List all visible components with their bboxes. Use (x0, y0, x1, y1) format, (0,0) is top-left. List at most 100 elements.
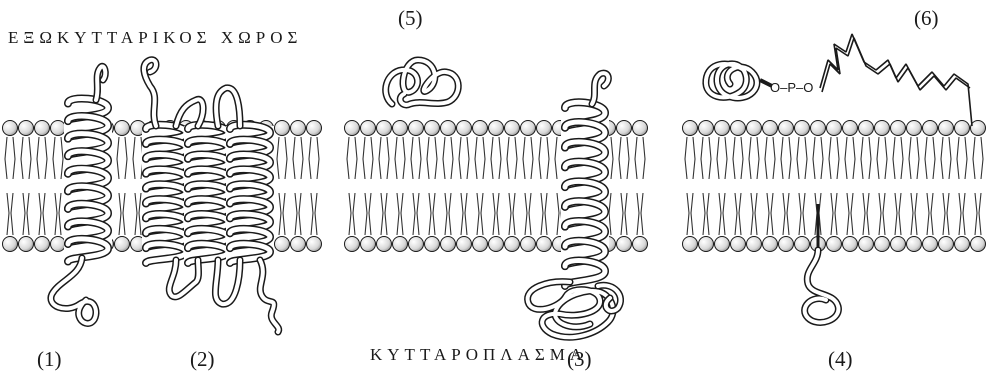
lipid-head-bottom (275, 237, 290, 252)
lipid-head-bottom (715, 237, 730, 252)
lipid-tail-top (941, 137, 943, 179)
lipid-tail-bottom (413, 193, 415, 235)
lipid-head-bottom (795, 237, 810, 252)
lipid-tail-top (451, 137, 453, 179)
lipid-tail-top (531, 137, 533, 179)
lipid-head-top (923, 121, 938, 136)
protein-2-bottom-loop-2 (215, 260, 240, 304)
lipid-head-top (291, 121, 306, 136)
lipid-head-top (715, 121, 730, 136)
lipid-tail-bottom (545, 193, 547, 235)
lipid-tail-bottom (123, 193, 125, 235)
lipid-head-top (971, 121, 986, 136)
lipid-tail-top (443, 137, 445, 179)
lipid-tail-top (523, 137, 525, 179)
lipid-tail-top (507, 137, 509, 179)
lipid-tail-bottom (851, 193, 853, 235)
lipid-tail-bottom (625, 193, 627, 235)
lipid-head-bottom (115, 237, 130, 252)
lipid-tail-top (981, 137, 983, 179)
lipid-head-top (537, 121, 552, 136)
lipid-tail-bottom (915, 193, 917, 235)
lipid-tail-top (627, 137, 629, 179)
lipid-tail-bottom (525, 193, 527, 235)
lipid-tail-bottom (465, 193, 467, 235)
lipid-head-top (361, 121, 376, 136)
lipid-tail-top (5, 137, 7, 179)
lipid-tail-top (837, 137, 839, 179)
protein-6-glycolipid-chain-2 (822, 38, 970, 92)
lipid-tail-top (467, 137, 469, 179)
lipid-head-bottom (683, 237, 698, 252)
cytoplasm-label: ΚΥΤΤΑΡΟΠΛΑΣΜΑ (370, 345, 587, 365)
lipid-head-bottom (51, 237, 66, 252)
lipid-tail-top (515, 137, 517, 179)
lipid-head-bottom (393, 237, 408, 252)
lipid-head-bottom (875, 237, 890, 252)
lipid-head-top (699, 121, 714, 136)
lipid-head-bottom (891, 237, 906, 252)
lipid-head-bottom (521, 237, 536, 252)
lipid-tail-top (821, 137, 823, 179)
lipid-tail-bottom (707, 193, 709, 235)
lipid-tail-top (37, 137, 39, 179)
lipid-head-bottom (345, 237, 360, 252)
lipid-tail-top (293, 137, 295, 179)
lipid-tail-bottom (401, 193, 403, 235)
lipid-head-top (393, 121, 408, 136)
lipid-tail-bottom (369, 193, 371, 235)
lipid-tail-bottom (299, 193, 301, 235)
lipid-head-bottom (19, 237, 34, 252)
bilayer-right (683, 121, 986, 252)
lipid-tail-top (347, 137, 349, 179)
lipid-tail-top (861, 137, 863, 179)
lipid-head-bottom (763, 237, 778, 252)
lipid-tail-bottom (315, 193, 317, 235)
lipid-head-bottom (779, 237, 794, 252)
protein-3-top-loop (592, 73, 608, 104)
protein-4-body (805, 250, 839, 322)
lipid-head-top (3, 121, 18, 136)
phosphate-anchor-label: O–P–O (770, 80, 813, 95)
lipid-tail-top (419, 137, 421, 179)
lipid-tail-top (885, 137, 887, 179)
lipid-tail-bottom (719, 193, 721, 235)
lipid-tail-bottom (787, 193, 789, 235)
lipid-head-top (441, 121, 456, 136)
lipid-tail-top (957, 137, 959, 179)
lipid-tail-bottom (879, 193, 881, 235)
lipid-head-top (939, 121, 954, 136)
lipid-tail-bottom (509, 193, 511, 235)
lipid-tail-bottom (433, 193, 435, 235)
lipid-tail-bottom (397, 193, 399, 235)
lipid-head-bottom (731, 237, 746, 252)
lipid-tail-bottom (385, 193, 387, 235)
protein-label-2: (2) (190, 347, 215, 372)
lipid-tail-bottom (23, 193, 25, 235)
lipid-tail-bottom (27, 193, 29, 235)
lipid-tail-top (285, 137, 287, 179)
lipid-tail-top (717, 137, 719, 179)
lipid-tail-bottom (43, 193, 45, 235)
lipid-tail-top (685, 137, 687, 179)
lipid-tail-top (539, 137, 541, 179)
lipid-head-top (473, 121, 488, 136)
lipid-tail-bottom (59, 193, 61, 235)
lipid-tail-top (725, 137, 727, 179)
proteins (51, 34, 972, 337)
lipid-tail-top (61, 137, 63, 179)
lipid-tail-top (829, 137, 831, 179)
lipid-tail-bottom (943, 193, 945, 235)
lipid-tail-bottom (803, 193, 805, 235)
lipid-tail-top (403, 137, 405, 179)
lipid-tail-bottom (735, 193, 737, 235)
lipid-tail-top (813, 137, 815, 179)
lipid-tail-bottom (771, 193, 773, 235)
lipid-tail-top (709, 137, 711, 179)
lipid-tail-top (53, 137, 55, 179)
lipid-tail-top (925, 137, 927, 179)
lipid-tail-top (379, 137, 381, 179)
lipid-tail-top (781, 137, 783, 179)
lipid-tail-bottom (911, 193, 913, 235)
lipid-tail-bottom (7, 193, 9, 235)
